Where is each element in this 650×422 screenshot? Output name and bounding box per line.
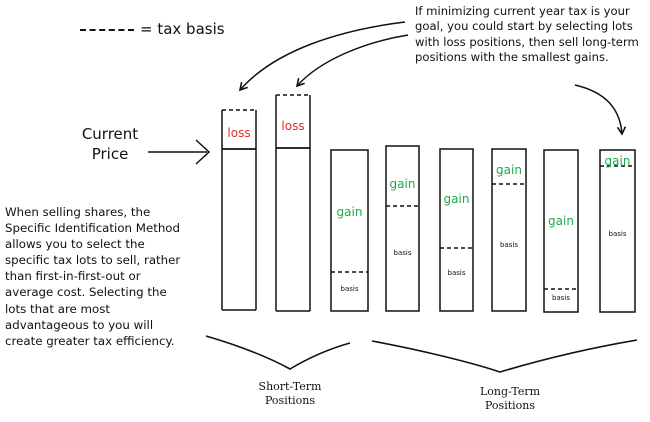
lot-box: [385, 145, 420, 312]
lot-box: [491, 148, 527, 312]
tax-lot-8: gain basis: [599, 149, 636, 313]
tax-lots: loss loss gain basis gain basis gain basis gain b…: [221, 94, 636, 313]
tax-lot-5: gain basis: [439, 148, 474, 312]
current-price-arrow: [148, 139, 211, 165]
short-term-line2: Positions: [264, 394, 316, 407]
gain-label: gain: [496, 163, 522, 177]
lot-box: [543, 149, 579, 313]
short-term-label: Short-Term Positions: [250, 380, 330, 408]
tax-lot-6: gain basis: [491, 148, 527, 312]
current-price-line1: Current: [81, 125, 139, 143]
basis-label: basis: [341, 285, 359, 293]
strategy-note: If minimizing current year tax is your g…: [415, 4, 639, 65]
gain-label: gain: [390, 177, 416, 191]
gain-label: gain: [444, 192, 470, 206]
lot-box: [330, 149, 369, 312]
short-term-brace: [205, 335, 351, 370]
loss-label: loss: [281, 119, 304, 133]
tax-lot-4: gain basis: [385, 145, 420, 312]
lot-box: [599, 149, 636, 313]
tax-basis-legend: = tax basis: [80, 20, 225, 38]
gain-label: gain: [605, 154, 631, 168]
tax-lot-7: gain basis: [543, 149, 579, 313]
long-term-brace: [371, 339, 638, 373]
basis-label: basis: [500, 241, 518, 249]
short-term-line1: Short-Term: [258, 380, 322, 393]
tax-lot-3: gain basis: [330, 149, 369, 312]
dashed-line-sample: [80, 28, 134, 31]
tax-lot-2: loss: [275, 94, 311, 312]
specific-identification-note: When selling shares, the Specific Identi…: [5, 205, 181, 348]
gain-label: gain: [337, 205, 363, 219]
basis-label: basis: [448, 269, 466, 277]
arrow-to-smallest-gain-lot: [574, 84, 627, 136]
tax-lot-1: loss: [221, 109, 257, 311]
arrow-to-loss-lot-1: [238, 21, 406, 92]
loss-label: loss: [227, 126, 250, 140]
legend-text: = tax basis: [140, 20, 225, 38]
long-term-line2: Positions: [484, 399, 536, 412]
current-price-label: Current Price: [70, 124, 150, 164]
basis-label: basis: [609, 230, 627, 238]
long-term-label: Long-Term Positions: [470, 385, 550, 413]
current-price-line2: Price: [91, 145, 129, 163]
lot-box: [439, 148, 474, 312]
basis-label: basis: [394, 249, 412, 257]
long-term-line1: Long-Term: [479, 385, 541, 398]
arrow-to-loss-lot-2: [295, 34, 409, 88]
gain-label: gain: [548, 214, 574, 228]
basis-label: basis: [552, 294, 570, 302]
